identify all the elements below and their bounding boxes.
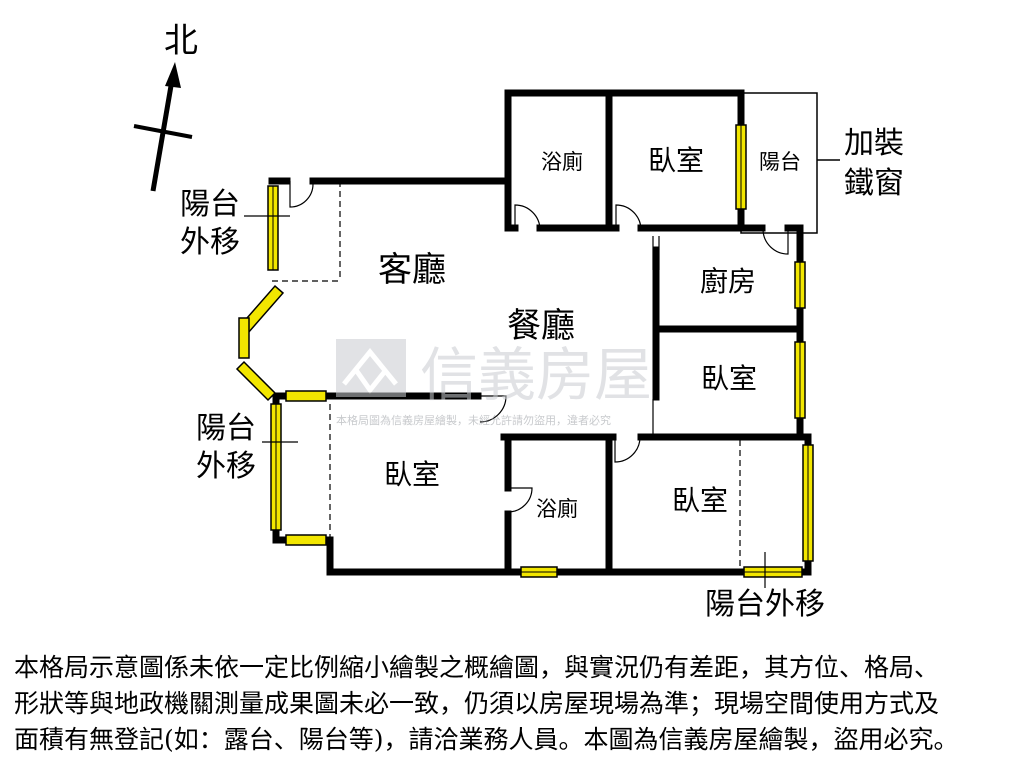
watermark-logo-mark xyxy=(342,348,398,395)
watermark-brand: 信義房屋 xyxy=(420,341,652,409)
note-balcony-out-left-1: 陽台 xyxy=(196,411,256,446)
window xyxy=(285,534,327,546)
note-iron-window-2: 鐵窗 xyxy=(844,166,904,201)
compass-needle xyxy=(150,79,175,192)
room-label-kitchen: 廚房 xyxy=(700,265,756,298)
north-arrow-icon xyxy=(165,62,181,88)
watermark-small-text: 本格局圖為信義房屋繪製，未經允許請勿盜用，違者必究 xyxy=(336,413,611,427)
compass: 北 xyxy=(133,21,198,192)
window-lines xyxy=(272,125,809,573)
watermark: 信義房屋 本格局圖為信義房屋繪製，未經允許請勿盜用，違者必究 xyxy=(336,339,652,427)
door-swing xyxy=(614,436,641,463)
room-label-bedroom-top: 臥室 xyxy=(648,144,704,177)
window xyxy=(235,360,277,402)
note-balcony-out-left-2: 外移 xyxy=(196,449,256,484)
room-label-balcony-top: 陽台 xyxy=(759,150,801,174)
disclaimer-line: 形狀等與地政機關測量成果圖未必一致，仍須以房屋現場為準；現場空間使用方式及 xyxy=(14,689,940,718)
disclaimer-line: 本格局示意圖係未依一定比例縮小繪製之概繪圖，與實況仍有差距，其方位、格局、 xyxy=(14,653,940,682)
room-label-bath-bottom: 浴廁 xyxy=(536,497,578,521)
window xyxy=(285,390,327,402)
room-label-living: 客廳 xyxy=(378,250,446,290)
room-label-bedroom-bottom-right: 臥室 xyxy=(672,484,728,517)
floor-plan: 北 xyxy=(133,21,904,622)
door-swing xyxy=(479,395,507,423)
dashed-lines xyxy=(272,181,741,569)
door-swing xyxy=(507,487,533,513)
note-balcony-out-top-1: 陽台 xyxy=(180,187,240,222)
room-label-bath-top: 浴廁 xyxy=(541,150,583,174)
doors xyxy=(289,181,789,513)
door-swing xyxy=(289,181,314,208)
disclaimer: 本格局示意圖係未依一定比例縮小繪製之概繪圖，與實況仍有差距，其方位、格局、 形狀… xyxy=(14,650,1014,758)
room-label-bedroom-mid: 臥室 xyxy=(701,362,757,395)
room-label-dining: 餐廳 xyxy=(507,306,575,346)
note-iron-window-1: 加裝 xyxy=(844,126,904,161)
annotations: 加裝 鐵窗 陽台 外移 陽台 外移 陽台外移 xyxy=(180,126,904,622)
door-swing xyxy=(762,228,789,255)
disclaimer-line: 面積有無登記(如：露台、陽台等)，請洽業務人員。本圖為信義房屋繪製，盜用必究。 xyxy=(14,725,959,754)
room-labels: 浴廁 臥室 陽台 客廳 餐廳 廚房 臥室 臥室 浴廁 臥室 xyxy=(378,144,801,521)
north-label: 北 xyxy=(164,21,198,61)
door-swing xyxy=(615,204,642,231)
note-balcony-out-bottom: 陽台外移 xyxy=(705,587,825,622)
note-balcony-out-top-2: 外移 xyxy=(180,225,240,260)
door-swing xyxy=(514,204,541,231)
window xyxy=(238,317,250,359)
room-label-bedroom-bottom-left: 臥室 xyxy=(384,458,440,491)
